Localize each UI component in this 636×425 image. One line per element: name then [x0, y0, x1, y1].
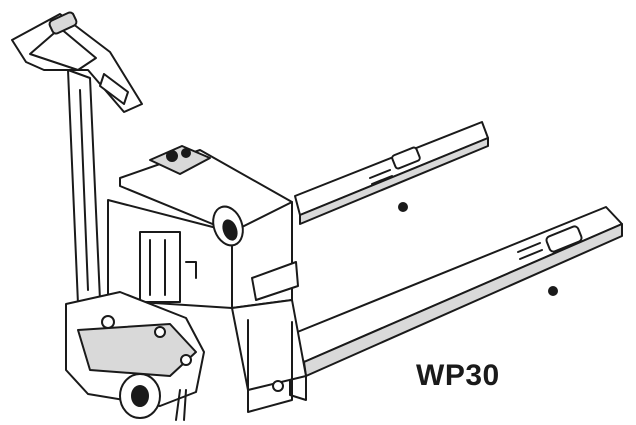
model-label: WP30 — [416, 359, 500, 392]
tiller-handle — [11, 11, 143, 305]
truck-body — [107, 145, 307, 413]
rear-fork — [294, 121, 489, 225]
front-fork — [289, 206, 623, 401]
drive-wheel-assembly — [65, 291, 205, 421]
